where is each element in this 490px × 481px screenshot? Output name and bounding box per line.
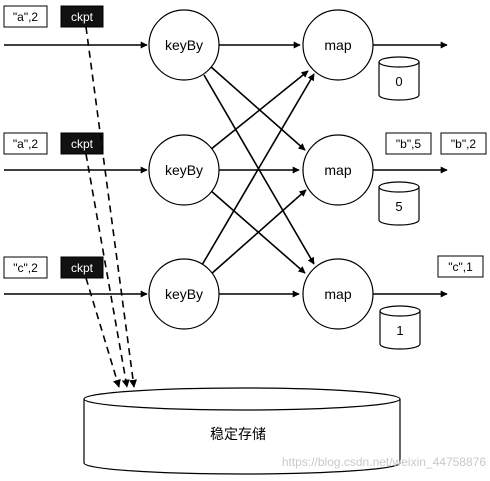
map-node-2: map xyxy=(302,134,374,206)
ckpt-marker-1: ckpt xyxy=(60,5,104,28)
output-record-b2-label: "b",2 xyxy=(451,137,477,151)
output-record-b5-label: "b",5 xyxy=(396,137,422,151)
ckpt-marker-1-label: ckpt xyxy=(71,10,94,24)
ckpt-marker-2-label: ckpt xyxy=(71,137,94,151)
output-record-b5: "b",5 xyxy=(385,132,432,155)
keyby-node-3-label: keyBy xyxy=(165,286,203,302)
input-record-1-label: "a",2 xyxy=(13,10,39,24)
map-node-3-label: map xyxy=(324,286,351,302)
state-cylinder-3: 1 xyxy=(379,305,421,350)
map-node-1-label: map xyxy=(324,37,351,53)
keyby-node-2-label: keyBy xyxy=(165,162,203,178)
watermark-text: https://blog.csdn.net/weixin_44758876 xyxy=(282,455,486,469)
output-record-b2: "b",2 xyxy=(440,132,487,155)
state-cylinder-2: 5 xyxy=(378,181,420,226)
stable-storage: 稳定存储 xyxy=(83,387,401,475)
ckpt-marker-2: ckpt xyxy=(60,132,104,155)
ckpt-dashed-arrow-1 xyxy=(85,26,138,388)
output-record-c1: "c",1 xyxy=(437,255,484,278)
input-record-3: "c",2 xyxy=(3,256,48,279)
map-node-3: map xyxy=(302,258,374,330)
output-record-c1-label: "c",1 xyxy=(448,260,473,274)
ckpt-dashed-arrow-3 xyxy=(85,277,121,388)
input-record-2-label: "a",2 xyxy=(13,137,39,151)
keyby-node-2: keyBy xyxy=(148,134,220,206)
stable-storage-label: 稳定存储 xyxy=(210,427,266,443)
shuffle-edges xyxy=(201,41,315,298)
ckpt-marker-3-label: ckpt xyxy=(71,261,94,275)
ckpt-marker-3: ckpt xyxy=(60,256,104,279)
keyby-node-1: keyBy xyxy=(148,9,220,81)
input-record-2: "a",2 xyxy=(3,132,48,155)
state-cylinder-1: 0 xyxy=(378,56,420,101)
keyby-node-1-label: keyBy xyxy=(165,37,203,53)
state-cylinder-2-label: 5 xyxy=(395,199,402,214)
ckpt-dashed-arrow-2 xyxy=(85,153,130,388)
input-record-3-label: "c",2 xyxy=(13,261,38,275)
state-cylinder-1-label: 0 xyxy=(395,74,402,89)
keyby-node-3: keyBy xyxy=(148,258,220,330)
map-node-1: map xyxy=(302,9,374,81)
input-record-1: "a",2 xyxy=(3,5,48,28)
map-node-2-label: map xyxy=(324,162,351,178)
state-cylinder-3-label: 1 xyxy=(396,323,403,338)
